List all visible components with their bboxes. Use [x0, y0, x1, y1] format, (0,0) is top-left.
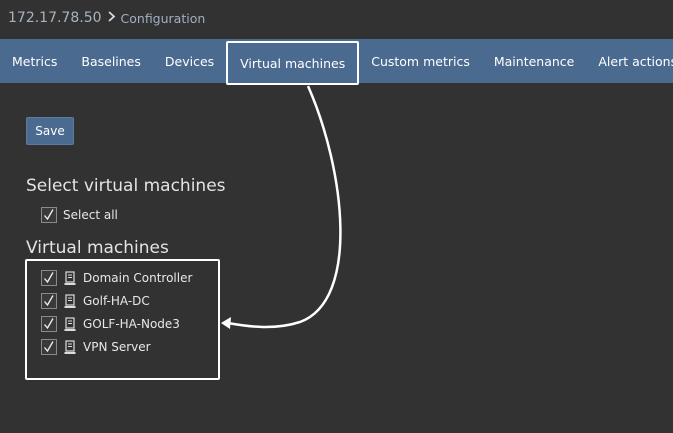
server-icon: [63, 293, 77, 309]
checkmark-icon: [44, 295, 54, 307]
vm-checkbox[interactable]: [41, 293, 57, 309]
checkmark-icon: [44, 318, 54, 330]
select-all-label: Select all: [63, 208, 118, 222]
vm-list-item[interactable]: VPN Server: [41, 338, 151, 356]
vm-list-item[interactable]: Golf-HA-DC: [41, 292, 150, 310]
vm-name: GOLF-HA-Node3: [83, 317, 180, 331]
tab-maintenance[interactable]: Maintenance: [493, 53, 575, 69]
tab-custom-metrics[interactable]: Custom metrics: [371, 53, 470, 69]
checkmark-icon: [44, 209, 54, 221]
select-all-checkbox[interactable]: [41, 207, 57, 223]
select-vms-title: Select virtual machines: [26, 176, 226, 196]
vm-name: Domain Controller: [83, 271, 193, 285]
chevron-right-icon: [107, 10, 116, 26]
server-icon: [63, 270, 77, 286]
tab-devices[interactable]: Devices: [164, 53, 215, 69]
save-button[interactable]: Save: [26, 117, 74, 145]
server-icon: [63, 316, 77, 332]
vm-list-item[interactable]: GOLF-HA-Node3: [41, 315, 180, 333]
vms-title: Virtual machines: [26, 238, 169, 258]
breadcrumb-host[interactable]: 172.17.78.50: [8, 10, 102, 26]
tab-baselines[interactable]: Baselines: [81, 53, 141, 69]
vm-name: VPN Server: [83, 340, 151, 354]
vm-name: Golf-HA-DC: [83, 294, 150, 308]
breadcrumb-current: Configuration: [120, 10, 206, 26]
select-all-row[interactable]: Select all: [41, 206, 118, 224]
server-icon: [63, 339, 77, 355]
vm-list-highlight: [25, 259, 220, 380]
vm-list-item[interactable]: Domain Controller: [41, 269, 192, 287]
breadcrumb: 172.17.78.50 Configuration: [8, 8, 205, 28]
tab-virtual-machines[interactable]: Virtual machines: [226, 41, 360, 85]
tab-alert-actions[interactable]: Alert actions: [598, 53, 673, 69]
vm-checkbox[interactable]: [41, 339, 57, 355]
vm-checkbox[interactable]: [41, 316, 57, 332]
vm-checkbox[interactable]: [41, 270, 57, 286]
tab-metrics[interactable]: Metrics: [12, 53, 58, 69]
checkmark-icon: [44, 341, 54, 353]
tab-bar: Metrics Baselines Devices Virtual machin…: [0, 39, 673, 85]
checkmark-icon: [44, 272, 54, 284]
